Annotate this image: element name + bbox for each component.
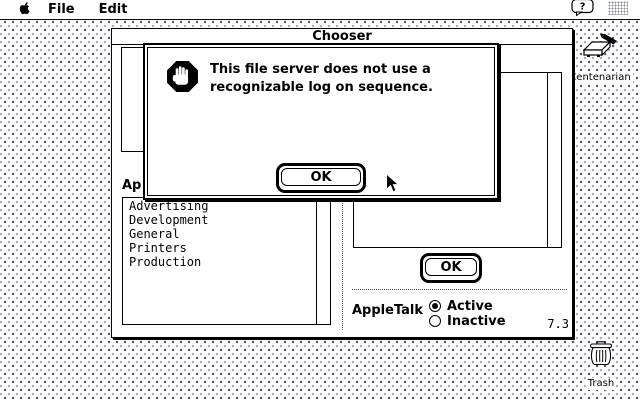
menu-bar: File Edit ? (0, 0, 640, 20)
chooser-ok-button-ring: OK (420, 253, 482, 283)
zone-list-item[interactable]: Development (129, 213, 209, 227)
disk-device-icon (582, 33, 617, 57)
radio-button-selected[interactable] (429, 300, 441, 312)
menu-edit[interactable]: Edit (98, 2, 128, 17)
menu-file[interactable]: File (48, 2, 75, 17)
arrow-cursor (385, 172, 400, 198)
radio-appletalk-active[interactable]: Active (429, 298, 493, 314)
zone-list-item[interactable]: Production (129, 255, 202, 269)
alert-dialog: This file server does not use a recogniz… (143, 43, 499, 200)
alert-dialog-frame: This file server does not use a recogniz… (147, 47, 495, 196)
help-balloon-icon: ? (571, 0, 594, 17)
appletalk-zones-label-clipped: Ap (122, 178, 142, 193)
desktop-icon-trash[interactable]: Trash (577, 341, 625, 390)
radio-button-unselected[interactable] (429, 315, 441, 327)
appletalk-label: AppleTalk (352, 303, 424, 318)
desktop-icon-label: Centenarian (567, 72, 633, 84)
zones-scrollbar[interactable] (316, 198, 317, 324)
radio-label: Inactive (447, 313, 506, 329)
version-number: 7.3 (547, 317, 569, 331)
zone-list-item[interactable]: Printers (129, 241, 187, 255)
menu-bar-right: ? (571, 0, 630, 20)
apple-menu[interactable] (10, 0, 36, 19)
appletalk-separator (352, 289, 567, 290)
zones-list: Advertising Development General Printers… (122, 197, 331, 325)
radio-label: Active (447, 298, 493, 314)
window-title: Chooser (312, 29, 372, 44)
alert-message-line2: recognizable log on sequence. (210, 80, 433, 95)
desktop-icon-centenarian[interactable]: Centenarian (562, 33, 638, 84)
alert-ok-button-ring: OK (276, 163, 366, 193)
alert-ok-button[interactable]: OK (281, 168, 361, 186)
radio-appletalk-inactive[interactable]: Inactive (429, 313, 506, 329)
application-menu-icon (608, 0, 628, 15)
stop-hand-icon (166, 60, 199, 97)
apple-logo-icon (17, 0, 30, 19)
zone-list-item[interactable]: Advertising (129, 199, 209, 213)
alert-message-line1: This file server does not use a (210, 62, 431, 77)
help-question-mark: ? (580, 2, 586, 13)
desktop-icon-label: Trash (585, 378, 617, 390)
server-scrollbar[interactable] (547, 73, 548, 247)
trash-can-icon (589, 341, 613, 366)
alert-message: This file server does not use a recogniz… (210, 61, 433, 97)
zone-list-item[interactable]: General (129, 227, 180, 241)
application-menu[interactable] (608, 0, 628, 19)
help-menu[interactable]: ? (571, 0, 595, 20)
chooser-ok-button[interactable]: OK (425, 258, 477, 276)
